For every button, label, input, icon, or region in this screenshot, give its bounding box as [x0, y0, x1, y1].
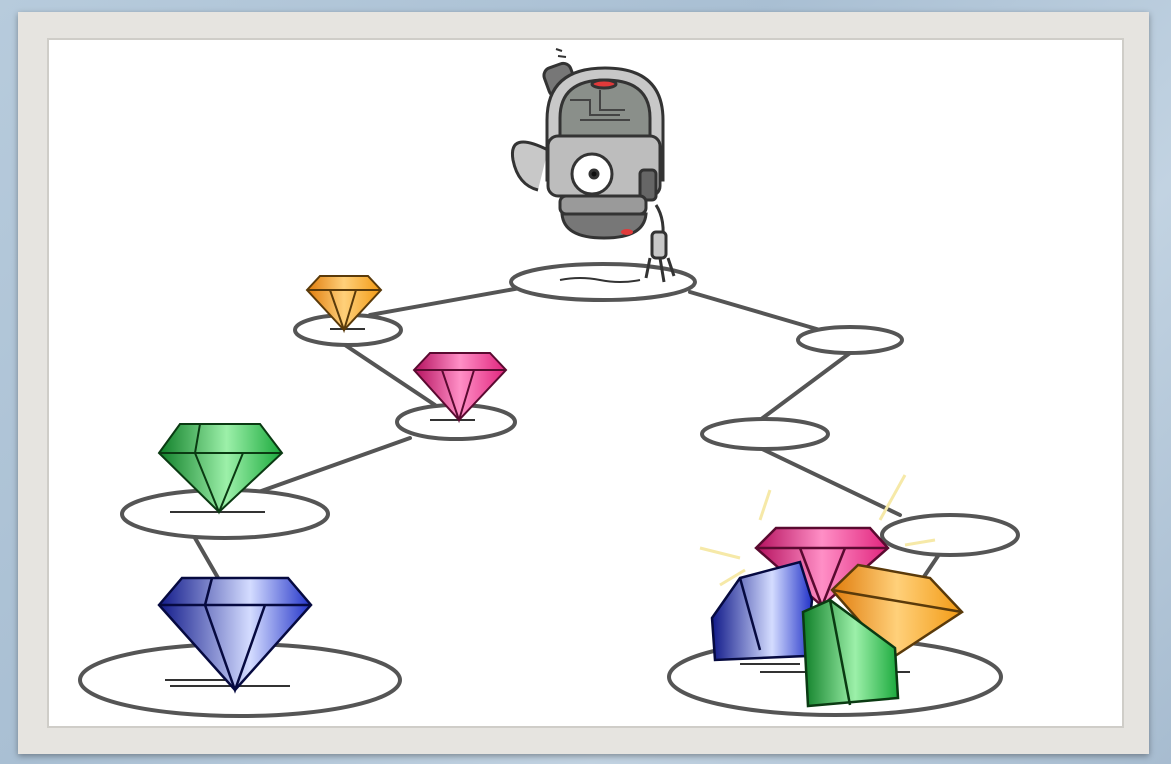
treasure-pile — [710, 526, 964, 708]
sparkle-icon — [699, 474, 936, 587]
diamond-icon — [157, 576, 313, 694]
diamond-icon — [305, 275, 383, 334]
edge-orange-magenta — [343, 343, 437, 407]
node-right — [796, 325, 904, 355]
node-root — [509, 262, 697, 302]
robot-icon — [510, 48, 676, 283]
node-mid — [700, 417, 830, 451]
edge-root-left — [368, 286, 522, 317]
edge-mid-treasure — [758, 446, 902, 517]
diamond-icon — [801, 598, 900, 708]
edge-magenta-green — [248, 436, 412, 497]
edge-root-right — [688, 290, 822, 332]
diamond-icon — [710, 560, 814, 662]
node-treasure-upper — [880, 513, 1020, 557]
diamond-icon — [412, 352, 508, 424]
diamond-icon — [157, 423, 284, 515]
edge-right-mid — [758, 351, 852, 422]
